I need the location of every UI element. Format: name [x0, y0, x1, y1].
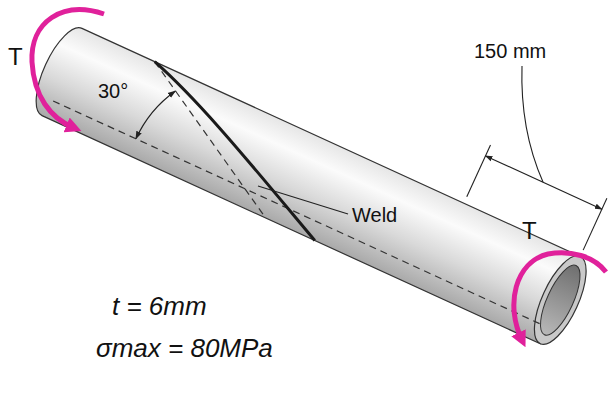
stress-value: σmax = 80MPa: [96, 334, 273, 363]
thickness-value: t = 6mm: [112, 292, 207, 321]
torque-label: T: [522, 218, 537, 244]
torque-arrow: [514, 253, 606, 340]
torque-label: T: [8, 44, 23, 70]
torque-arrow: [32, 10, 104, 128]
dimension-label: 150 mm: [474, 40, 546, 62]
weld-label: Weld: [352, 204, 397, 226]
angle-label: 30°: [98, 80, 128, 102]
tube: [26, 0, 612, 351]
